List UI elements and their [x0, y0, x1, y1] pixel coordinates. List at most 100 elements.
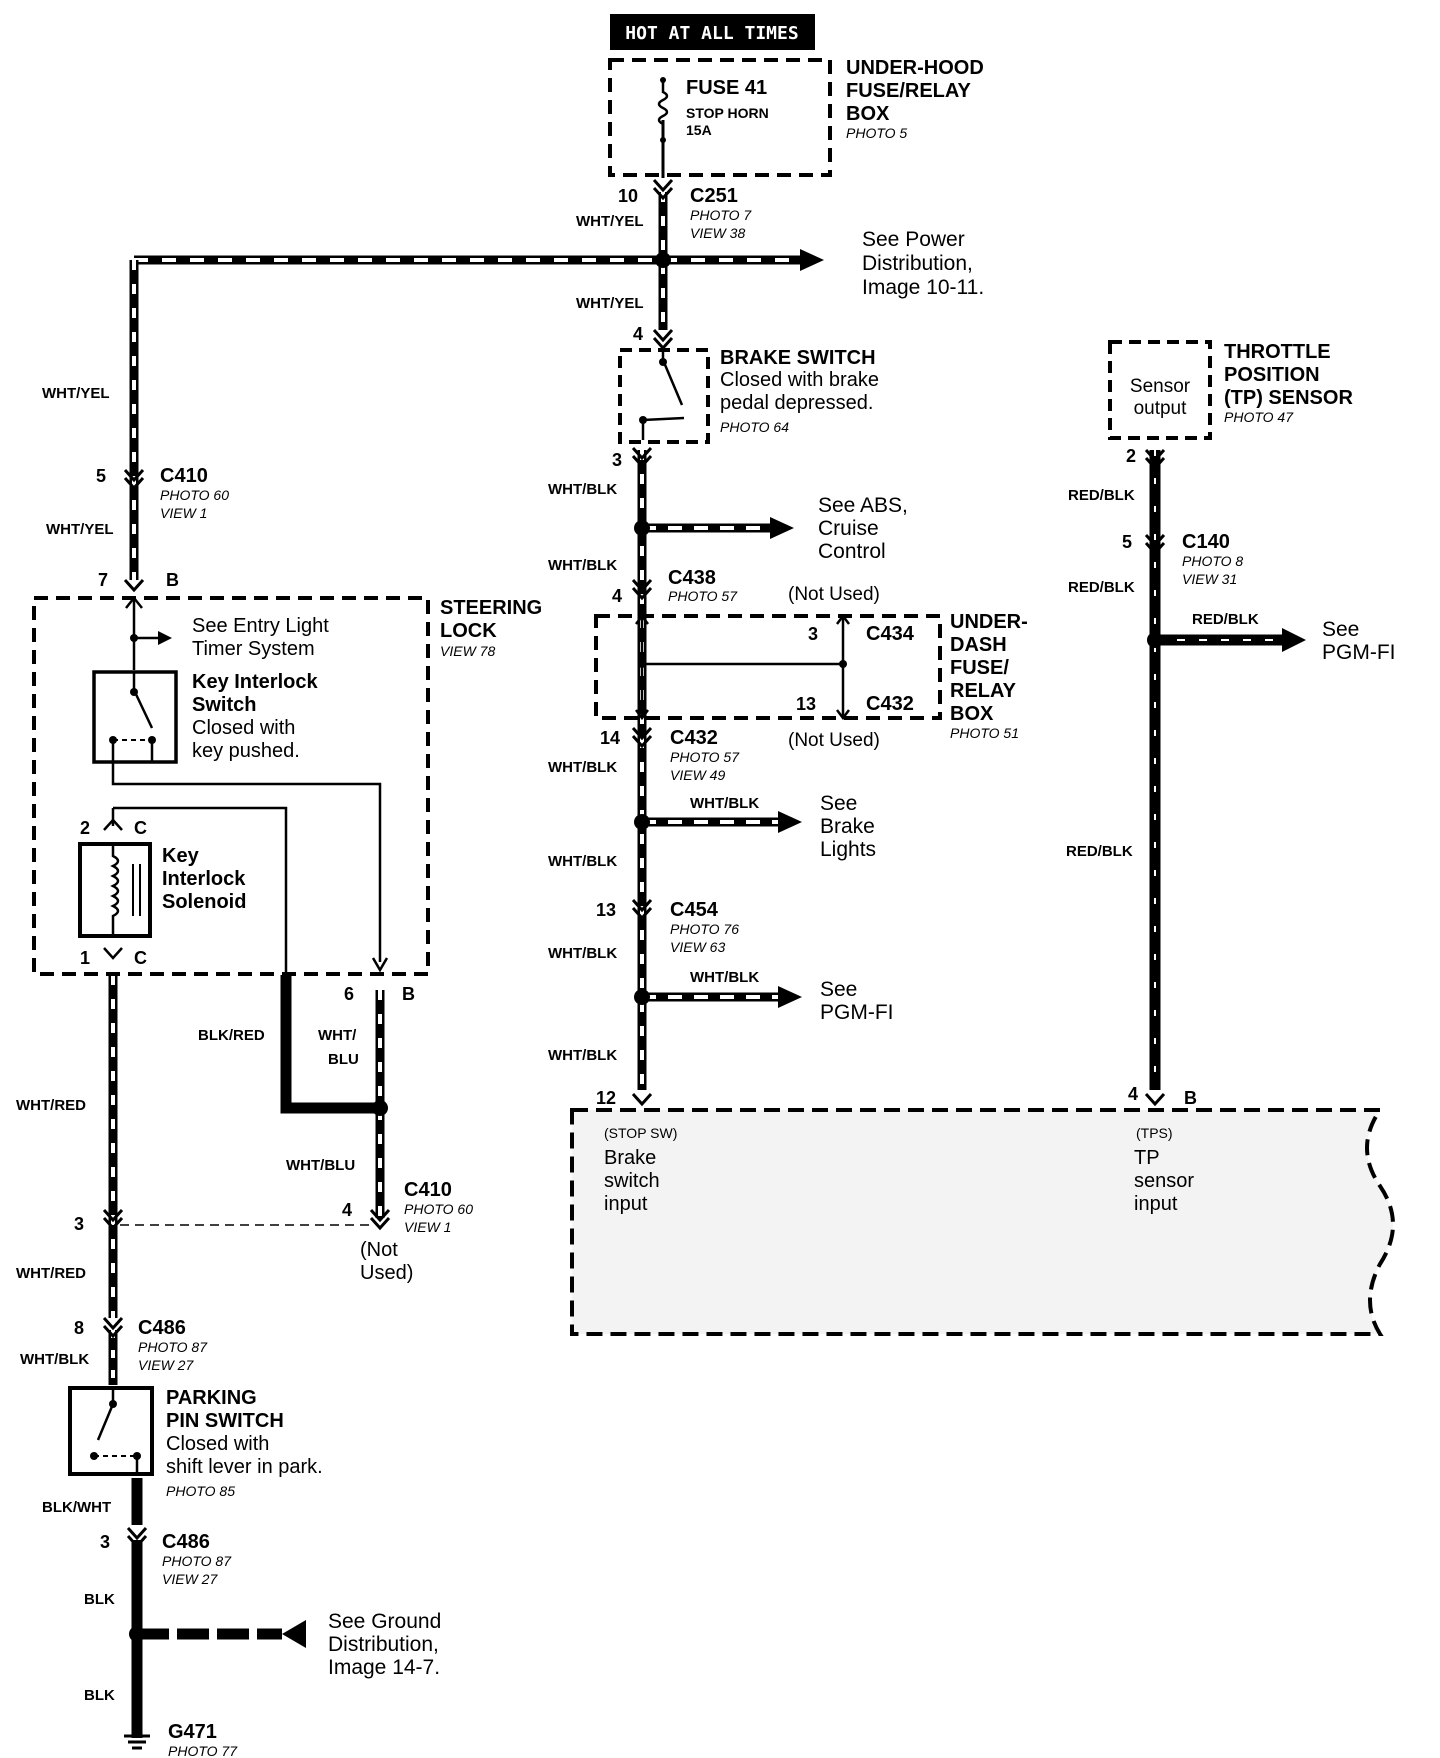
- ecm-brake-1: Brake: [604, 1147, 656, 1169]
- ground-symbol: [124, 1720, 150, 1750]
- c410-not-used-1: (Not: [360, 1239, 398, 1261]
- solenoid-coil-icon: [110, 844, 120, 936]
- c410-top-view: VIEW 1: [160, 505, 207, 521]
- c486-top-name: C486: [138, 1317, 186, 1339]
- parking-pin-switch-box: [68, 1386, 154, 1476]
- g471-photo: PHOTO 77: [168, 1743, 238, 1758]
- c410-bottom-view: VIEW 1: [404, 1219, 451, 1235]
- solenoid-pin-bottom: 1: [80, 948, 90, 968]
- splices: [129, 252, 1163, 1642]
- underdash-photo: PHOTO 51: [950, 725, 1019, 741]
- key-switch-desc-2: key pushed.: [192, 740, 300, 762]
- c438-pin: 4: [612, 586, 622, 606]
- pgmfi-right-wire: RED/BLK: [1192, 611, 1259, 628]
- tp-inner-2: output: [1134, 398, 1188, 419]
- wire-label-red-blk-2: RED/BLK: [1068, 579, 1135, 596]
- ecm-box: [570, 1108, 1395, 1336]
- brake-switch-photo: PHOTO 64: [720, 419, 789, 435]
- see-ground-2: Distribution,: [328, 1633, 439, 1656]
- c140-name: C140: [1182, 531, 1230, 553]
- ecm-pin-right: 4: [1128, 1084, 1138, 1104]
- c432-pin: 14: [600, 728, 620, 748]
- c251-pin: 10: [618, 186, 638, 206]
- key-switch-desc-1: Closed with: [192, 717, 295, 739]
- wire-label-wht-blk-5: WHT/BLK: [548, 945, 617, 962]
- parking-title-1: PARKING: [166, 1387, 257, 1409]
- steering-view: VIEW 78: [440, 643, 495, 659]
- c410-top-name: C410: [160, 465, 208, 487]
- tp-title-3: (TP) SENSOR: [1224, 387, 1353, 409]
- pgmfi-mid-wire: WHT/BLK: [690, 969, 759, 986]
- c438-name: C438: [668, 567, 716, 589]
- wire-label-wht-blu: WHT/BLU: [286, 1157, 355, 1174]
- c251-name: C251: [690, 185, 738, 207]
- c486-bottom-name: C486: [162, 1531, 210, 1553]
- wire-label-red-blk-3: RED/BLK: [1066, 843, 1133, 860]
- c454-view: VIEW 63: [670, 939, 725, 955]
- wire-label-wht-blk-2: WHT/BLK: [548, 557, 617, 574]
- underhood-title-2: FUSE/RELAY: [846, 80, 972, 102]
- c251-photo: PHOTO 7: [690, 207, 752, 223]
- fuse-rating: 15A: [686, 122, 712, 138]
- solenoid-title-1: Key: [162, 845, 200, 867]
- wire-label-wht-blk-4: WHT/BLK: [548, 853, 617, 870]
- tp-inner-1: Sensor: [1130, 376, 1191, 397]
- brake-switch-box: [618, 348, 710, 444]
- see-ground-3: Image 14-7.: [328, 1656, 440, 1679]
- ecm-pin-left: 12: [596, 1088, 616, 1108]
- brake-switch-desc-1: Closed with brake: [720, 369, 879, 391]
- solenoid-title-2: Interlock: [162, 868, 246, 890]
- wire-blk-red: [280, 975, 380, 1114]
- see-entry-1: See Entry Light: [192, 615, 329, 637]
- underhood-title-1: UNDER-HOOD: [846, 57, 984, 79]
- see-brake-lights-2: Brake: [820, 815, 875, 838]
- see-power-2: Distribution,: [862, 252, 973, 275]
- c432-photo: PHOTO 57: [670, 749, 740, 765]
- solenoid-title-3: Solenoid: [162, 891, 246, 913]
- c432-view: VIEW 49: [670, 767, 725, 783]
- underhood-photo: PHOTO 5: [846, 125, 907, 141]
- wire-label-blk-red: BLK/RED: [198, 1027, 265, 1044]
- parking-photo: PHOTO 85: [166, 1483, 235, 1499]
- c454-photo: PHOTO 76: [670, 921, 739, 937]
- tp-photo: PHOTO 47: [1224, 409, 1294, 425]
- wire-label-wht-blk-1: WHT/BLK: [548, 481, 617, 498]
- underdash-title-3: FUSE/: [950, 657, 1009, 679]
- tp-sensor-box: [1108, 340, 1212, 440]
- under-dash-fuse-relay-box: [594, 613, 942, 721]
- steering-pin-6: 6: [344, 984, 354, 1004]
- see-brake-lights-1: See: [820, 792, 857, 815]
- see-power-3: Image 10-11.: [862, 276, 984, 299]
- c486-bottom-view: VIEW 27: [162, 1571, 218, 1587]
- c410-top-pin: 5: [96, 466, 106, 486]
- steering-title-1: STEERING: [440, 597, 542, 619]
- wire-label-blk-1: BLK: [84, 1591, 115, 1608]
- solenoid-pin-top: 2: [80, 818, 90, 838]
- c486-bottom-pin: 3: [100, 1532, 110, 1552]
- ecm-conn: B: [1184, 1088, 1197, 1108]
- connector-marks: [102, 178, 1166, 1549]
- ecm-tp-1: TP: [1134, 1147, 1160, 1169]
- c140-pin: 5: [1122, 532, 1132, 552]
- see-pgmfi-mid-2: PGM-FI: [820, 1001, 894, 1024]
- wire-label-wht-yel-4: WHT/YEL: [46, 521, 114, 538]
- c251-view: VIEW 38: [690, 225, 745, 241]
- underhood-title-3: BOX: [846, 103, 890, 125]
- c486-top-photo: PHOTO 87: [138, 1339, 208, 1355]
- c454-name: C454: [670, 899, 719, 921]
- see-entry-2: Timer System: [192, 638, 315, 660]
- tp-title-2: POSITION: [1224, 364, 1320, 386]
- wire-label-blk-2: BLK: [84, 1687, 115, 1704]
- brake-pin-top: 4: [633, 324, 643, 344]
- steering-pin-top: 7: [98, 570, 108, 590]
- parking-desc-2: shift lever in park.: [166, 1456, 323, 1478]
- c410-bottom-pin-right: 4: [342, 1200, 352, 1220]
- tp-pin: 2: [1126, 446, 1136, 466]
- steering-conn-top: B: [166, 570, 179, 590]
- c434-pin: 3: [808, 624, 818, 644]
- c410-not-used-2: Used): [360, 1262, 413, 1284]
- ecm-brake-2: switch: [604, 1170, 660, 1192]
- ecm-brake-3: input: [604, 1193, 648, 1215]
- wire-label-wht-blk-left: WHT/BLK: [20, 1351, 89, 1368]
